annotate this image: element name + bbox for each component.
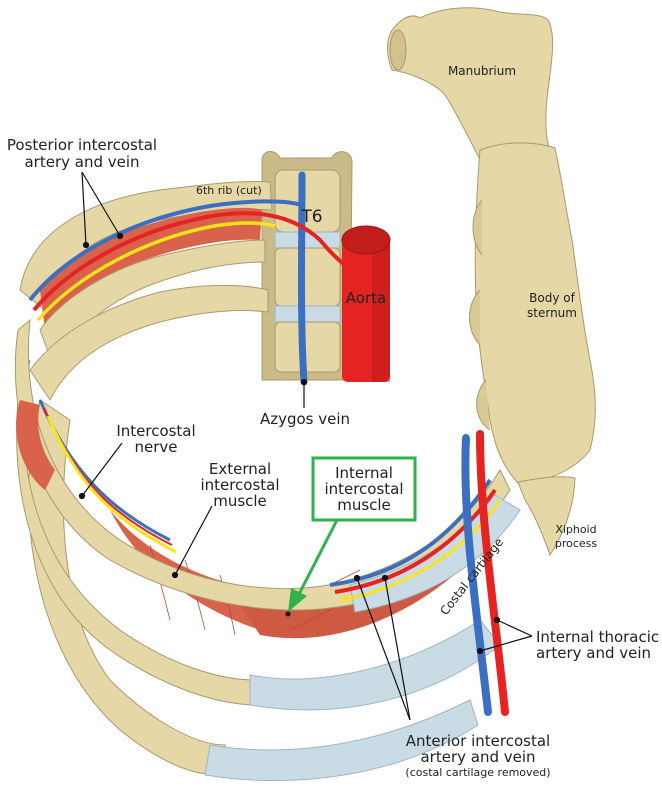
rib-eighth-posterior bbox=[29, 284, 269, 401]
label-sixth-rib: 6th rib (cut) bbox=[196, 184, 262, 197]
label-xiphoid-1: Xiphoid bbox=[555, 523, 596, 536]
callout-box bbox=[311, 456, 417, 522]
label-internal-thoracic-1: Internal thoracic bbox=[536, 628, 659, 646]
internal-thoracic-artery bbox=[476, 430, 509, 716]
internal-intercostal-callout bbox=[285, 456, 417, 617]
posterior-intercostal-vein bbox=[28, 199, 303, 302]
intervertebral-disc bbox=[274, 305, 341, 323]
label-external-intercostal-1: External bbox=[209, 460, 271, 478]
label-intercostal-nerve-2: nerve bbox=[134, 438, 177, 456]
rib-seventh bbox=[14, 318, 511, 611]
intercostal-nerve-path bbox=[46, 415, 177, 554]
label-internal-intercostal-1: Internal bbox=[335, 464, 393, 482]
internal-thoracic-vein bbox=[461, 434, 492, 716]
costal-cartilage-lower bbox=[204, 699, 479, 782]
sternum bbox=[387, 7, 596, 557]
costal-notch bbox=[476, 379, 491, 431]
clavicular-notch bbox=[389, 29, 407, 71]
rib-seventh-posterior bbox=[39, 239, 266, 372]
label-aorta: Aorta bbox=[346, 289, 386, 307]
leader-lines bbox=[78, 171, 533, 721]
label-anterior-intercostal-2: artery and vein bbox=[420, 748, 535, 766]
vertebral-column bbox=[261, 151, 353, 381]
azygos-vein bbox=[298, 171, 308, 386]
label-manubrium: Manubrium bbox=[448, 64, 516, 78]
vertebra-t7 bbox=[274, 247, 341, 307]
callout-arrow-head bbox=[288, 588, 307, 612]
aorta bbox=[341, 225, 391, 382]
ribs bbox=[14, 181, 521, 782]
callout-arrow-shaft bbox=[294, 519, 339, 601]
lateral-intercostal-muscle bbox=[16, 400, 55, 490]
label-t6: T6 bbox=[300, 207, 322, 227]
label-anterior-intercostal-note: (costal cartilage removed) bbox=[405, 766, 550, 779]
posterior-intercostal-muscle bbox=[40, 207, 262, 330]
callout-point bbox=[285, 611, 291, 617]
xiphoid-process-bone bbox=[517, 476, 576, 557]
posterior-intercostal-nerve bbox=[36, 221, 276, 322]
costal-notch bbox=[469, 289, 481, 346]
label-internal-thoracic-2: artery and vein bbox=[536, 644, 651, 662]
label-azygos-vein: Azygos vein bbox=[260, 410, 350, 428]
label-anterior-intercostal-1: Anterior intercostal bbox=[406, 732, 550, 750]
rib-sixth-cut bbox=[19, 181, 273, 311]
label-internal-intercostal-2: intercostal bbox=[324, 480, 403, 498]
aorta-opening bbox=[341, 225, 391, 255]
anterior-intercostal-vein bbox=[329, 478, 492, 587]
label-external-intercostal-2: intercostal bbox=[200, 476, 279, 494]
aorta-shade bbox=[372, 240, 390, 382]
neurovascular-bundles bbox=[28, 199, 509, 716]
label-posterior-intercostal-1: Posterior intercostal bbox=[7, 136, 157, 154]
label-intercostal-nerve-1: Intercostal bbox=[116, 422, 195, 440]
posterior-intercostal-artery bbox=[32, 211, 347, 312]
label-posterior-intercostal-2: artery and vein bbox=[24, 153, 139, 171]
costal-notch bbox=[472, 199, 483, 256]
vertebra-t8 bbox=[274, 321, 341, 373]
manubrium-bone bbox=[387, 7, 554, 161]
intervertebral-disc bbox=[274, 231, 341, 249]
label-xiphoid-2: process bbox=[555, 537, 598, 550]
label-body-of-sternum-1: Body of bbox=[529, 291, 575, 305]
label-internal-intercostal-3: muscle bbox=[337, 496, 391, 514]
label-body-of-sternum-2: sternum bbox=[527, 306, 577, 320]
label-external-intercostal-3: muscle bbox=[213, 492, 267, 510]
